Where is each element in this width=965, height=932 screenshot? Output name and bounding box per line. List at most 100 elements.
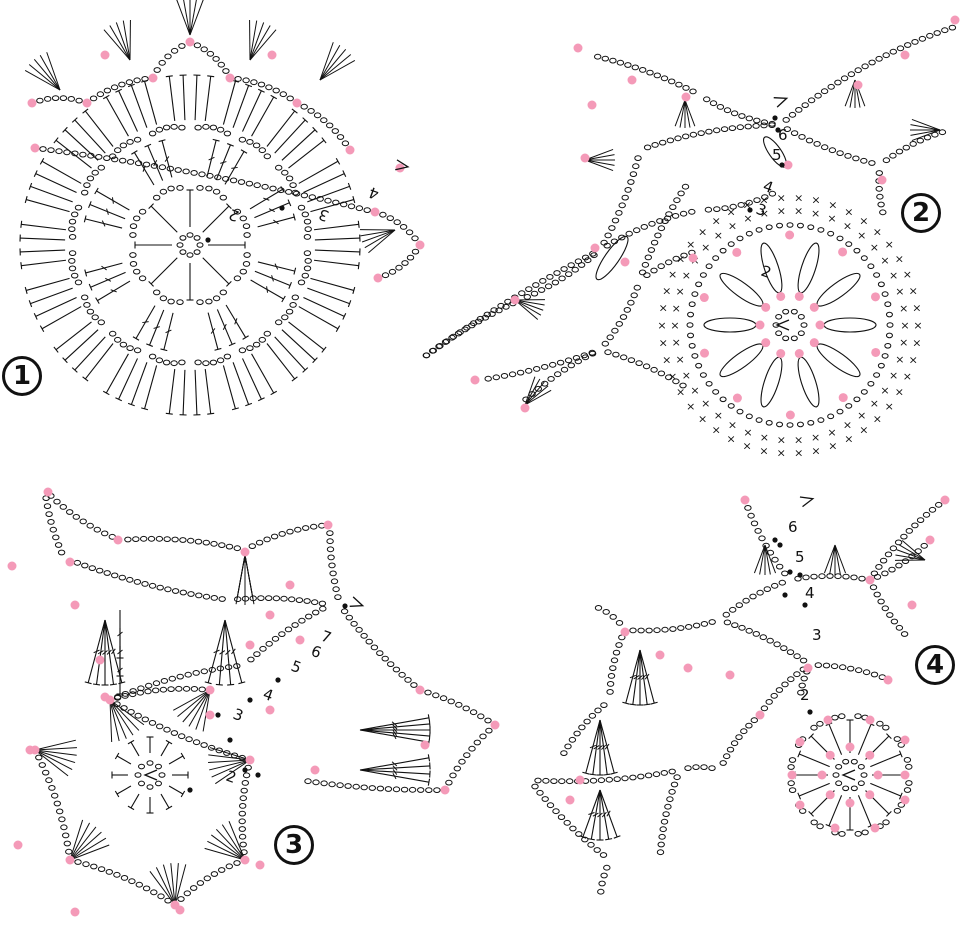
single-crochet-stitch: × xyxy=(701,397,710,410)
chain-stitch xyxy=(400,225,406,230)
chain-stitch xyxy=(254,652,260,657)
join-marker xyxy=(226,74,235,83)
treble-stitch xyxy=(161,742,169,756)
chain-stitch xyxy=(69,219,75,224)
treble-stitch xyxy=(195,370,197,415)
chain-stitch xyxy=(226,864,232,869)
chain-stitch xyxy=(151,890,157,895)
chain-stitch xyxy=(886,333,892,338)
chain-stitch xyxy=(678,191,684,196)
single-crochet-stitch: × xyxy=(909,284,918,297)
chain-stitch xyxy=(555,372,561,377)
single-crochet-stitch: × xyxy=(698,413,707,426)
chain-stitch xyxy=(319,601,325,606)
treble-stitch xyxy=(223,365,235,408)
chain-stitch xyxy=(171,731,177,736)
chain-stitch xyxy=(206,299,212,304)
chain-stitch xyxy=(110,331,116,336)
single-crochet-stitch: × xyxy=(670,319,679,332)
cluster-stitch xyxy=(754,545,765,573)
chain-stitch xyxy=(887,323,893,328)
treble-stitch xyxy=(26,200,69,212)
join-marker xyxy=(581,154,590,163)
single-crochet-stitch: × xyxy=(727,433,736,446)
join-marker xyxy=(846,743,855,752)
chain-stitch xyxy=(674,775,680,780)
chain-stitch xyxy=(266,641,272,646)
chain-stitch xyxy=(766,225,772,230)
stitch-top-bar xyxy=(428,754,429,761)
chain-stitch xyxy=(186,737,192,742)
treble-stitch xyxy=(183,370,185,415)
treble-stitch xyxy=(169,786,183,794)
single-crochet-stitch: × xyxy=(889,369,898,382)
chain-stitch xyxy=(760,635,766,640)
join-marker xyxy=(951,16,960,25)
chain-stitch xyxy=(155,764,161,769)
chain-stitch xyxy=(631,293,637,298)
chain-stitch xyxy=(280,92,286,97)
chain-stitch xyxy=(687,323,693,328)
chain-stitch xyxy=(906,781,912,786)
chain-stitch xyxy=(509,372,515,377)
chain-stitch xyxy=(54,499,60,504)
single-crochet-stitch: × xyxy=(899,336,908,349)
chain-stitch xyxy=(469,746,475,751)
chain-stitch xyxy=(351,621,357,626)
chain-stitch xyxy=(696,282,702,287)
chain-stitch xyxy=(286,176,292,181)
join-marker xyxy=(268,51,277,60)
chain-stitch xyxy=(72,212,78,217)
stitch-top-bar xyxy=(54,347,58,353)
join-marker xyxy=(206,711,215,720)
join-marker xyxy=(732,248,741,257)
stitch-top-bar xyxy=(358,262,359,269)
chain-stitch xyxy=(244,233,250,238)
chain-stitch xyxy=(474,740,480,745)
treble-stitch xyxy=(131,362,147,404)
single-crochet-stitch: × xyxy=(794,447,803,460)
join-marker xyxy=(656,651,665,660)
chain-stitch xyxy=(136,882,142,887)
chain-stitch xyxy=(912,40,918,45)
join-marker xyxy=(31,144,40,153)
chain-stitch xyxy=(127,346,133,351)
join-marker xyxy=(296,636,305,645)
chain-stitch xyxy=(258,82,264,87)
single-crochet-stitch: × xyxy=(682,269,691,282)
chain-stitch xyxy=(745,124,751,129)
chain-stitch xyxy=(658,264,664,269)
chain-stitch xyxy=(584,719,590,724)
chain-stitch xyxy=(670,205,676,210)
chain-stitch xyxy=(84,183,90,188)
chain-stitch xyxy=(185,672,191,677)
stitch-top-bar xyxy=(115,791,119,797)
chain-stitch xyxy=(815,93,821,98)
chain-stitch xyxy=(61,825,67,830)
chain-stitch xyxy=(771,693,777,698)
round-number-label: 6 xyxy=(309,642,324,662)
chain-stitch xyxy=(325,198,331,203)
chain-stitch xyxy=(845,154,851,159)
chain-stitch xyxy=(662,627,668,632)
chain-stitch xyxy=(153,688,159,693)
chain-stitch xyxy=(129,879,135,884)
chain-stitch xyxy=(163,125,169,130)
chain-stitch xyxy=(243,773,249,778)
single-crochet-stitch: × xyxy=(899,302,908,315)
join-marker xyxy=(866,716,875,725)
chain-stitch xyxy=(761,706,767,711)
treble-stitch xyxy=(233,362,249,404)
treble-stitch xyxy=(30,288,72,304)
join-marker xyxy=(788,771,797,780)
chain-stitch xyxy=(882,292,888,297)
chain-stitch xyxy=(688,312,694,317)
chain-stitch xyxy=(761,123,767,128)
chain-stitch xyxy=(880,210,886,215)
chain-stitch xyxy=(654,628,660,633)
chain-stitch xyxy=(794,672,800,677)
treble-stitch xyxy=(21,224,66,229)
join-marker xyxy=(846,799,855,808)
chain-stitch xyxy=(299,618,305,623)
chain-stitch xyxy=(823,663,829,668)
